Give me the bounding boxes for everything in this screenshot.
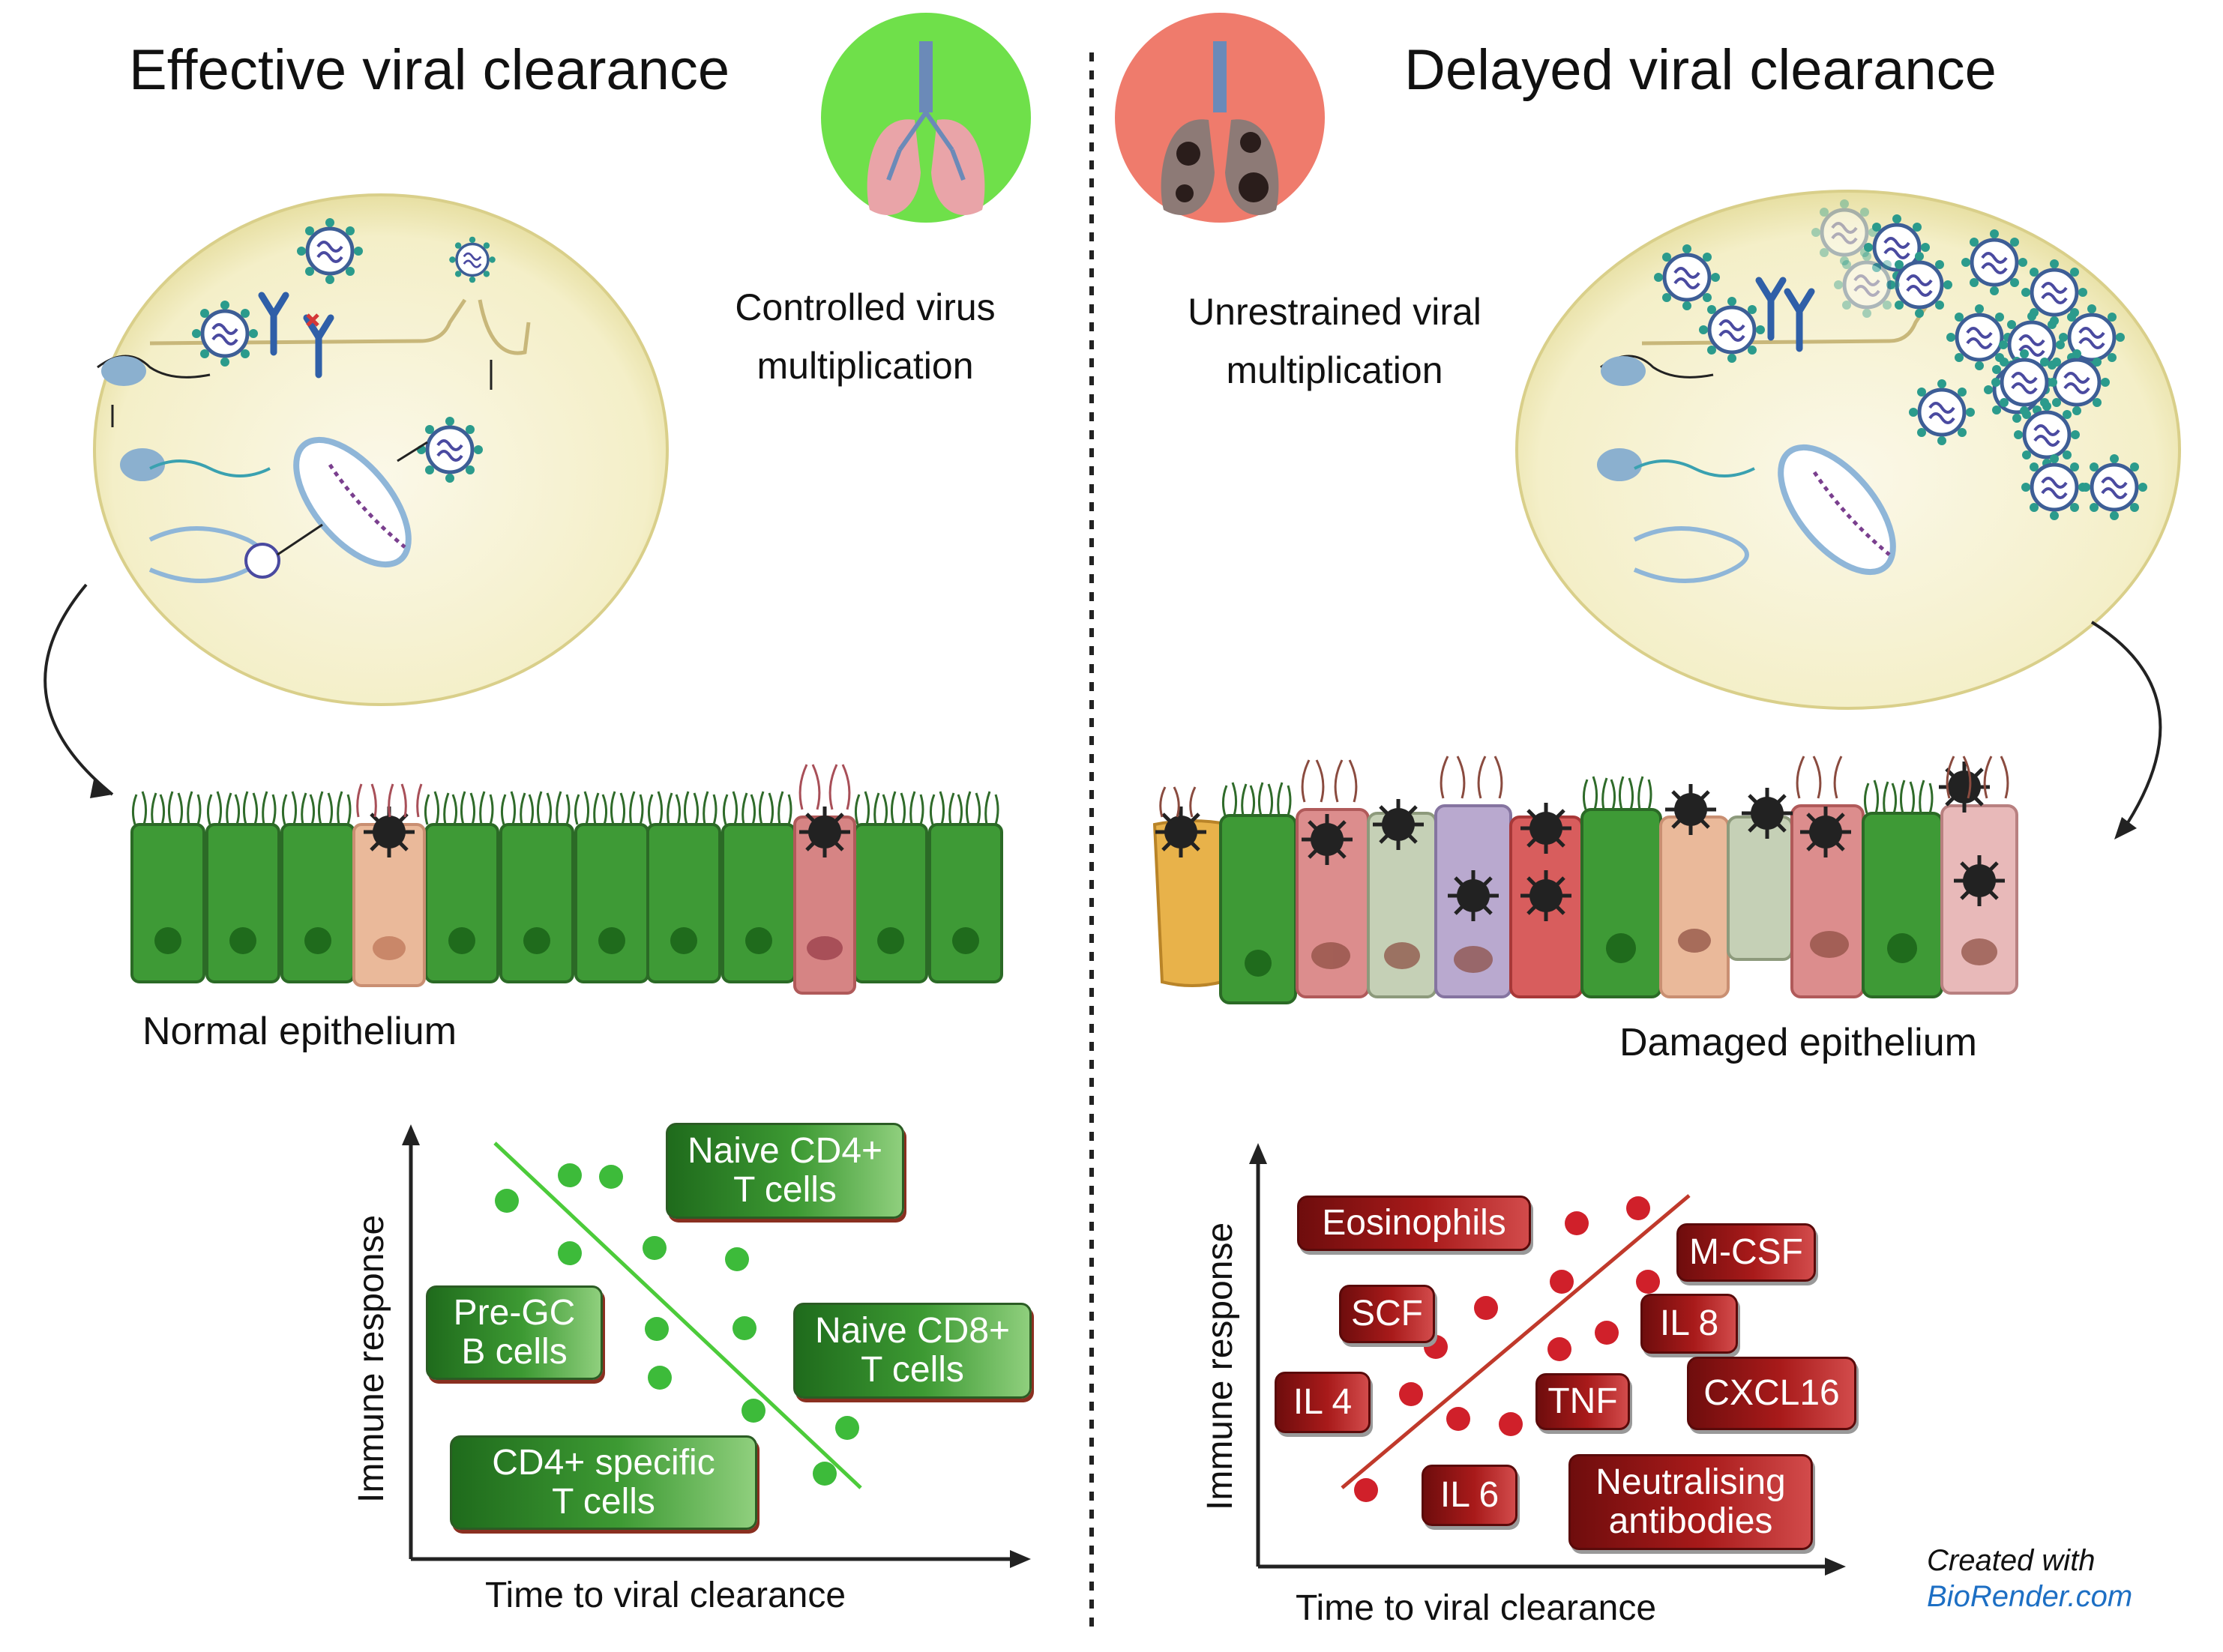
damaged-epithelium xyxy=(1152,756,2018,1004)
left-epithelium-label: Normal epithelium xyxy=(142,1010,457,1053)
right-zoom-arrow xyxy=(2090,621,2162,833)
il-8-box: IL 8 xyxy=(1640,1294,1738,1354)
right-graph xyxy=(1249,1143,1846,1576)
scf-box: SCF xyxy=(1339,1285,1435,1343)
left-x-axis-label: Time to viral clearance xyxy=(485,1576,846,1615)
right-subtitle-line1: Unrestrained viral xyxy=(1188,291,1482,333)
naive-cd4-box: Naive CD4+T cells xyxy=(666,1123,904,1219)
left-subtitle-line1: Controlled virus xyxy=(735,286,996,328)
right-subtitle: Unrestrained viral multiplication xyxy=(1155,283,1514,400)
damaged-lungs-icon xyxy=(1115,13,1325,223)
biorender-credit: Created with BioRender.com xyxy=(1927,1543,2132,1615)
healthy-lungs-icon xyxy=(821,13,1031,223)
eosinophils-box: Eosinophils xyxy=(1297,1196,1531,1251)
left-zoom-arrow xyxy=(43,583,114,796)
normal-epithelium xyxy=(130,764,1003,995)
right-infected-cell xyxy=(1515,190,2181,710)
naive-cd8-box: Naive CD8+T cells xyxy=(793,1303,1032,1399)
left-trend-line xyxy=(493,1142,862,1489)
right-subtitle-line2: multiplication xyxy=(1226,349,1443,391)
left-subtitle-line2: multiplication xyxy=(756,344,974,387)
right-y-axis-label: Immune response xyxy=(1200,1222,1240,1510)
credit-line1: Created with xyxy=(1927,1544,2096,1577)
right-trend-line xyxy=(1341,1194,1691,1489)
left-y-axis-label: Immune response xyxy=(352,1214,391,1503)
left-infected-cell xyxy=(93,193,669,706)
left-graph xyxy=(402,1124,1031,1568)
left-title: Effective viral clearance xyxy=(129,38,730,102)
left-subtitle: Controlled virus multiplication xyxy=(708,279,1023,395)
il-4-box: IL 4 xyxy=(1275,1372,1371,1433)
right-x-axis-label: Time to viral clearance xyxy=(1296,1588,1657,1628)
cxcl16-box: CXCL16 xyxy=(1687,1357,1856,1430)
credit-line2[interactable]: BioRender.com xyxy=(1927,1580,2133,1613)
tnf-box: TNF xyxy=(1535,1373,1630,1430)
right-title: Delayed viral clearance xyxy=(1404,38,1997,102)
left-data-dots xyxy=(495,1163,859,1486)
il-6-box: IL 6 xyxy=(1422,1465,1517,1526)
right-epithelium-label: Damaged epithelium xyxy=(1619,1021,1977,1064)
m-csf-box: M-CSF xyxy=(1676,1223,1816,1282)
right-data-dots xyxy=(1354,1196,1660,1502)
